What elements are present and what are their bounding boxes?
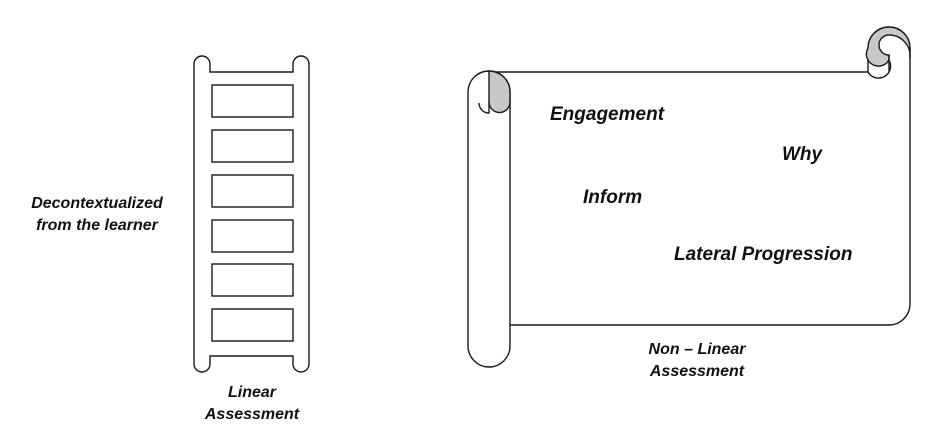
scroll-item-why: Why bbox=[782, 144, 823, 165]
scroll-curl-left bbox=[488, 70, 511, 114]
ladder-icon bbox=[193, 55, 310, 373]
ladder-rung-3 bbox=[211, 174, 294, 208]
ladder-outline bbox=[193, 55, 310, 373]
ladder-rung-4 bbox=[211, 219, 294, 253]
scroll-sheet bbox=[489, 26, 911, 326]
scroll-curl-top-right-inner bbox=[867, 55, 892, 79]
scroll-item-inform: Inform bbox=[583, 187, 643, 208]
scroll-left-roll bbox=[467, 70, 511, 368]
ladder-rung-6 bbox=[211, 308, 294, 342]
linear-caption-line-1: Linear bbox=[227, 384, 276, 401]
scroll-curl-top-right bbox=[865, 26, 911, 67]
non-linear-caption-line-1: Non – Linear bbox=[648, 341, 746, 358]
linear-assessment-caption: Linear Assessment bbox=[192, 382, 312, 426]
decontextualized-label: Decontextualized from the learner bbox=[20, 193, 174, 237]
scroll-item-engagement: Engagement bbox=[550, 104, 665, 125]
decontextualized-line-2: from the learner bbox=[36, 217, 158, 234]
ladder-rung-1 bbox=[211, 84, 294, 118]
scroll-icon bbox=[467, 26, 911, 368]
scroll-curl-left-inner bbox=[478, 102, 490, 114]
ladder-rung-2 bbox=[211, 129, 294, 163]
linear-caption-line-2: Assessment bbox=[204, 406, 300, 423]
scroll-item-lateral-progression: Lateral Progression bbox=[674, 244, 853, 265]
ladder-rung-5 bbox=[211, 263, 294, 297]
non-linear-assessment-caption: Non – Linear Assessment bbox=[622, 339, 772, 383]
decontextualized-line-1: Decontextualized bbox=[31, 195, 163, 212]
non-linear-caption-line-2: Assessment bbox=[649, 363, 745, 380]
